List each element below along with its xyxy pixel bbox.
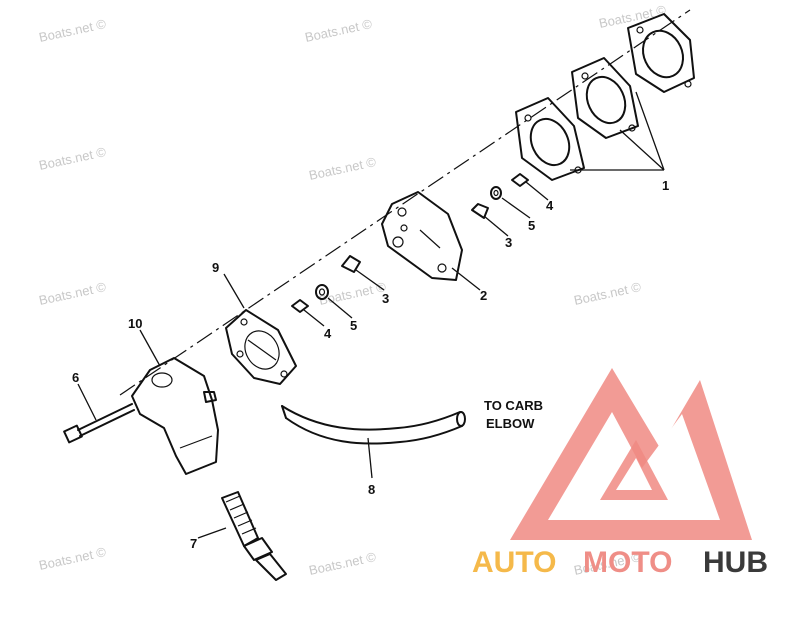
note-line-1: TO CARB — [484, 398, 543, 413]
callout-1: 1 — [662, 178, 669, 193]
watermark: Boats.net © — [38, 144, 108, 173]
screw-upper — [511, 173, 529, 187]
logo-mark-icon — [510, 368, 752, 540]
diaphragm-gasket — [225, 309, 297, 385]
watermark: Boats.net © — [308, 549, 378, 578]
fitting — [221, 491, 287, 581]
check-valve-lower — [341, 255, 361, 273]
watermark: Boats.net © — [38, 544, 108, 573]
watermark: Boats.net © — [38, 16, 108, 45]
callout-4: 4 — [546, 198, 554, 213]
automotohub-logo: AUTO MOTO HUB — [472, 368, 768, 579]
center-axis-line — [119, 9, 691, 396]
callout-2: 2 — [480, 288, 487, 303]
callout-8: 8 — [368, 482, 375, 497]
callout-5: 5 — [528, 218, 535, 233]
callouts: 1 2 3 3 4 4 5 5 6 7 8 9 10 — [72, 178, 669, 551]
callout-3: 3 — [505, 235, 512, 250]
callout-9: 9 — [212, 260, 219, 275]
hose — [281, 405, 466, 445]
bolt — [63, 403, 135, 444]
pump-housing — [131, 357, 219, 475]
check-valve-upper — [471, 203, 489, 219]
note-line-2: ELBOW — [486, 416, 535, 431]
callout-7: 7 — [190, 536, 197, 551]
watermark: Boats.net © — [304, 16, 374, 45]
callout-4: 4 — [324, 326, 332, 341]
watermark: Boats.net © — [38, 279, 108, 308]
fuel-pump-body — [381, 191, 463, 281]
logo-text-moto: MOTO — [583, 546, 672, 579]
callout-10: 10 — [128, 316, 142, 331]
watermark: Boats.net © — [573, 279, 643, 308]
logo-text-auto: AUTO — [472, 546, 556, 579]
screw-lower — [291, 299, 309, 313]
washer-lower — [315, 284, 329, 300]
callout-3: 3 — [382, 291, 389, 306]
watermark: Boats.net © — [308, 154, 378, 183]
leader-lines — [77, 91, 665, 539]
callout-6: 6 — [72, 370, 79, 385]
callout-5: 5 — [350, 318, 357, 333]
gasket-set — [515, 13, 695, 181]
washer-upper — [490, 186, 502, 200]
logo-text-hub: HUB — [703, 546, 768, 579]
